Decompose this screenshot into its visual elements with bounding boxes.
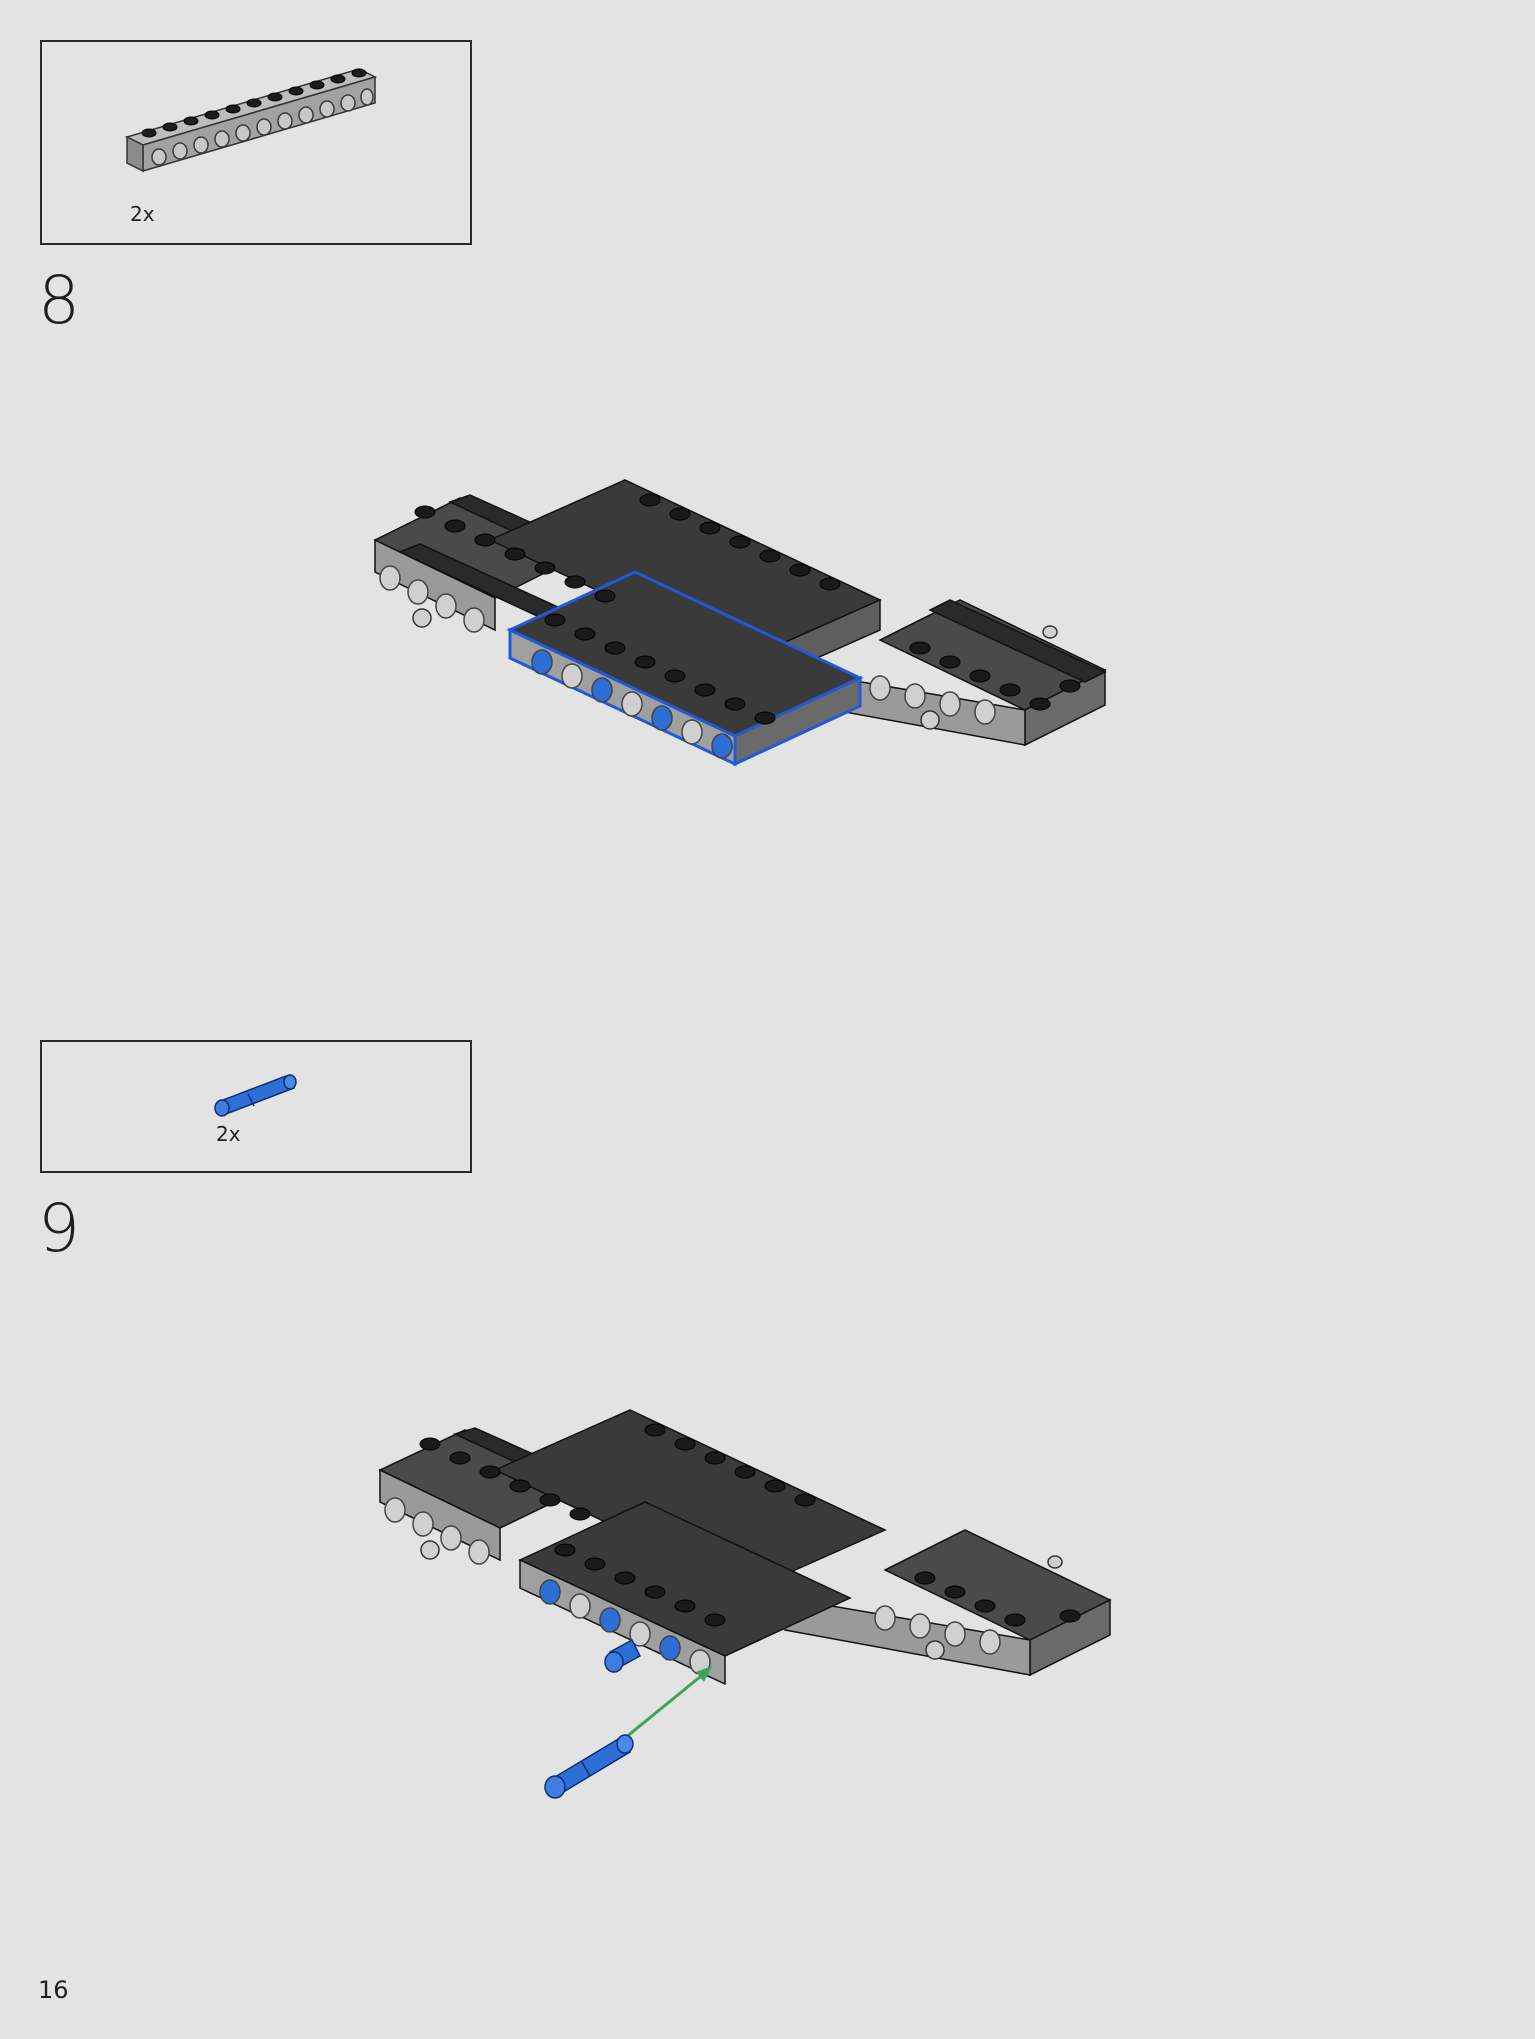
step-number: 8	[38, 262, 80, 339]
loose-pin	[544, 1734, 634, 1799]
technic-pin-icon	[214, 1074, 297, 1117]
part-quantity: 2x	[130, 202, 155, 226]
step-9-assembly	[378, 1409, 1112, 1799]
page-number: 16	[38, 1976, 69, 2004]
inserted-pin	[604, 1638, 641, 1673]
step-8-parts-callout: 2x	[40, 40, 472, 245]
part-quantity: 2x	[216, 1122, 241, 1146]
step-number: 9	[38, 1190, 80, 1267]
step-8-assembly	[373, 479, 1107, 767]
step-9-parts-callout: 2x	[40, 1040, 472, 1173]
technic-beam-11-icon	[124, 68, 378, 173]
